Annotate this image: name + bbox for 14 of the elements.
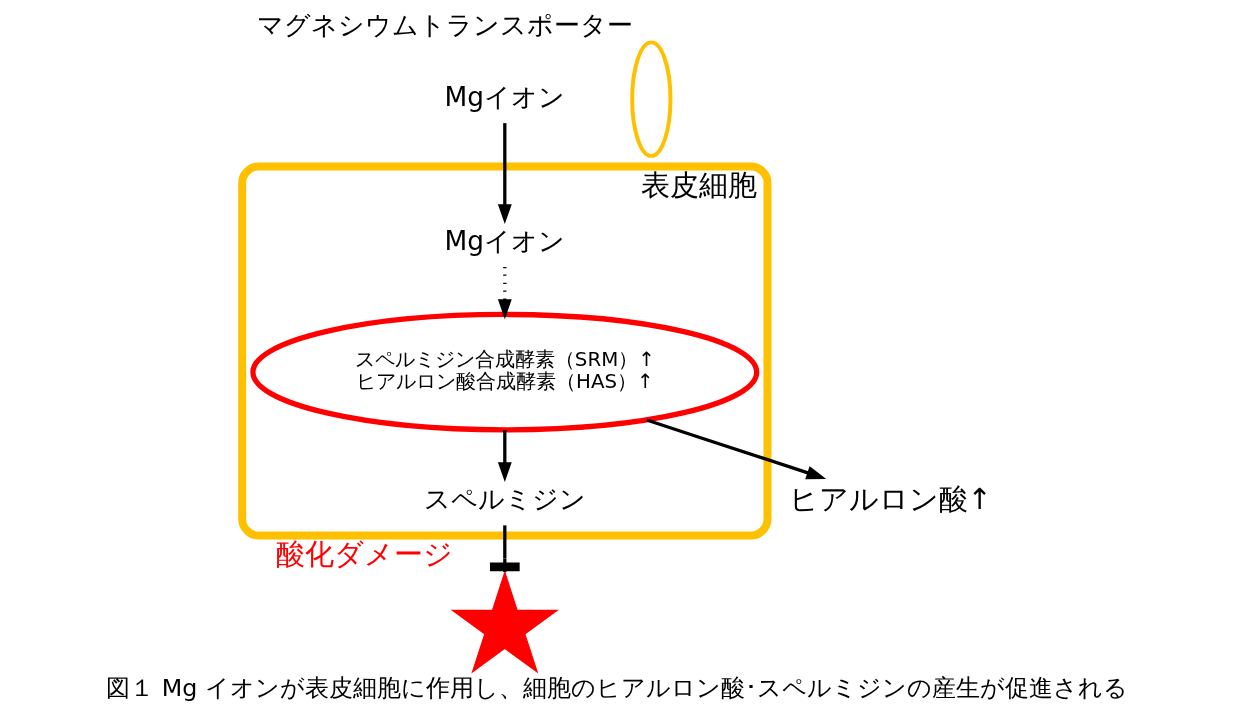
node-text: スペルミジン [423,483,586,514]
arrow [497,266,512,320]
caption: 図１ Mg イオンが表皮細胞に作用し、細胞のヒアルロン酸･スペルミジンの産生が促進される [105,673,1128,702]
node-text: ヒアルロン酸↑ [788,481,992,516]
node-ellipse: スペルミジン合成酵素（SRM）↑ ヒアルロン酸合成酵素（HAS）↑ [249,311,759,433]
node-label: マグネシウムトランスポーター [256,10,633,41]
node-text: Mgイオン [444,81,565,112]
node-label: 酸化ダメージ [275,537,453,572]
arrow [497,430,512,482]
node-text: Mgイオン [444,225,565,256]
node-ellipse [629,40,672,158]
arrow [645,418,826,480]
arrow [497,123,512,225]
node-star [450,570,559,674]
